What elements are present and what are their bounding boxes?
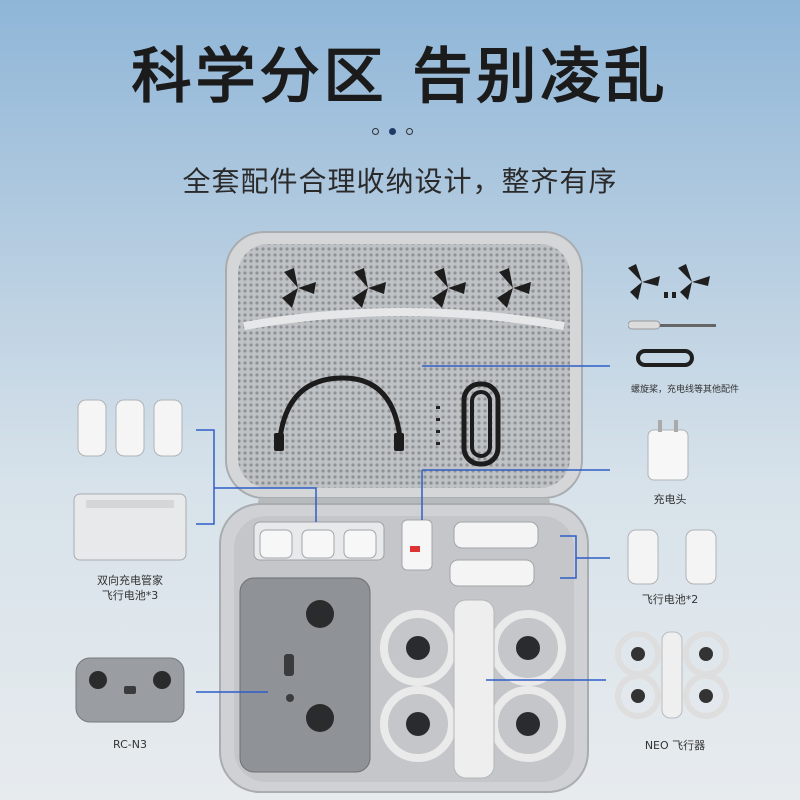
page-title: 科学分区 告别凌乱 [131,42,669,112]
accessories-label: 螺旋桨，充电线等其他配件 [630,385,739,395]
hub-label-line2: 飞行电池*3 [101,589,159,602]
remote-controller-icon [74,656,186,724]
hub-label-line1: 双向充电管家 [97,574,163,587]
page-dot[interactable] [372,128,379,135]
charger-icon [646,418,690,482]
hub-label: 双向充电管家 飞行电池*3 [70,573,190,603]
page-dot[interactable] [406,128,413,135]
screwdriver-icon [628,318,716,332]
drone-label: NEO 飞行器 [644,739,706,752]
carrying-case [218,228,590,794]
batteries-three-icon [76,398,186,460]
propellers-icon [620,262,716,306]
controller-label: RC-N3 [113,738,147,751]
batteries2-label: 飞行电池*2 [641,593,699,606]
drone-icon [612,628,732,722]
charging-hub-icon [72,492,188,564]
charger-label: 充电头 [653,493,687,506]
usb-cable-icon [634,348,696,368]
page-subtitle: 全套配件合理收纳设计，整齐有序 [182,165,618,198]
page-dot-active[interactable] [389,128,396,135]
battery-pair-icon [626,528,726,588]
page-indicator [372,128,413,135]
